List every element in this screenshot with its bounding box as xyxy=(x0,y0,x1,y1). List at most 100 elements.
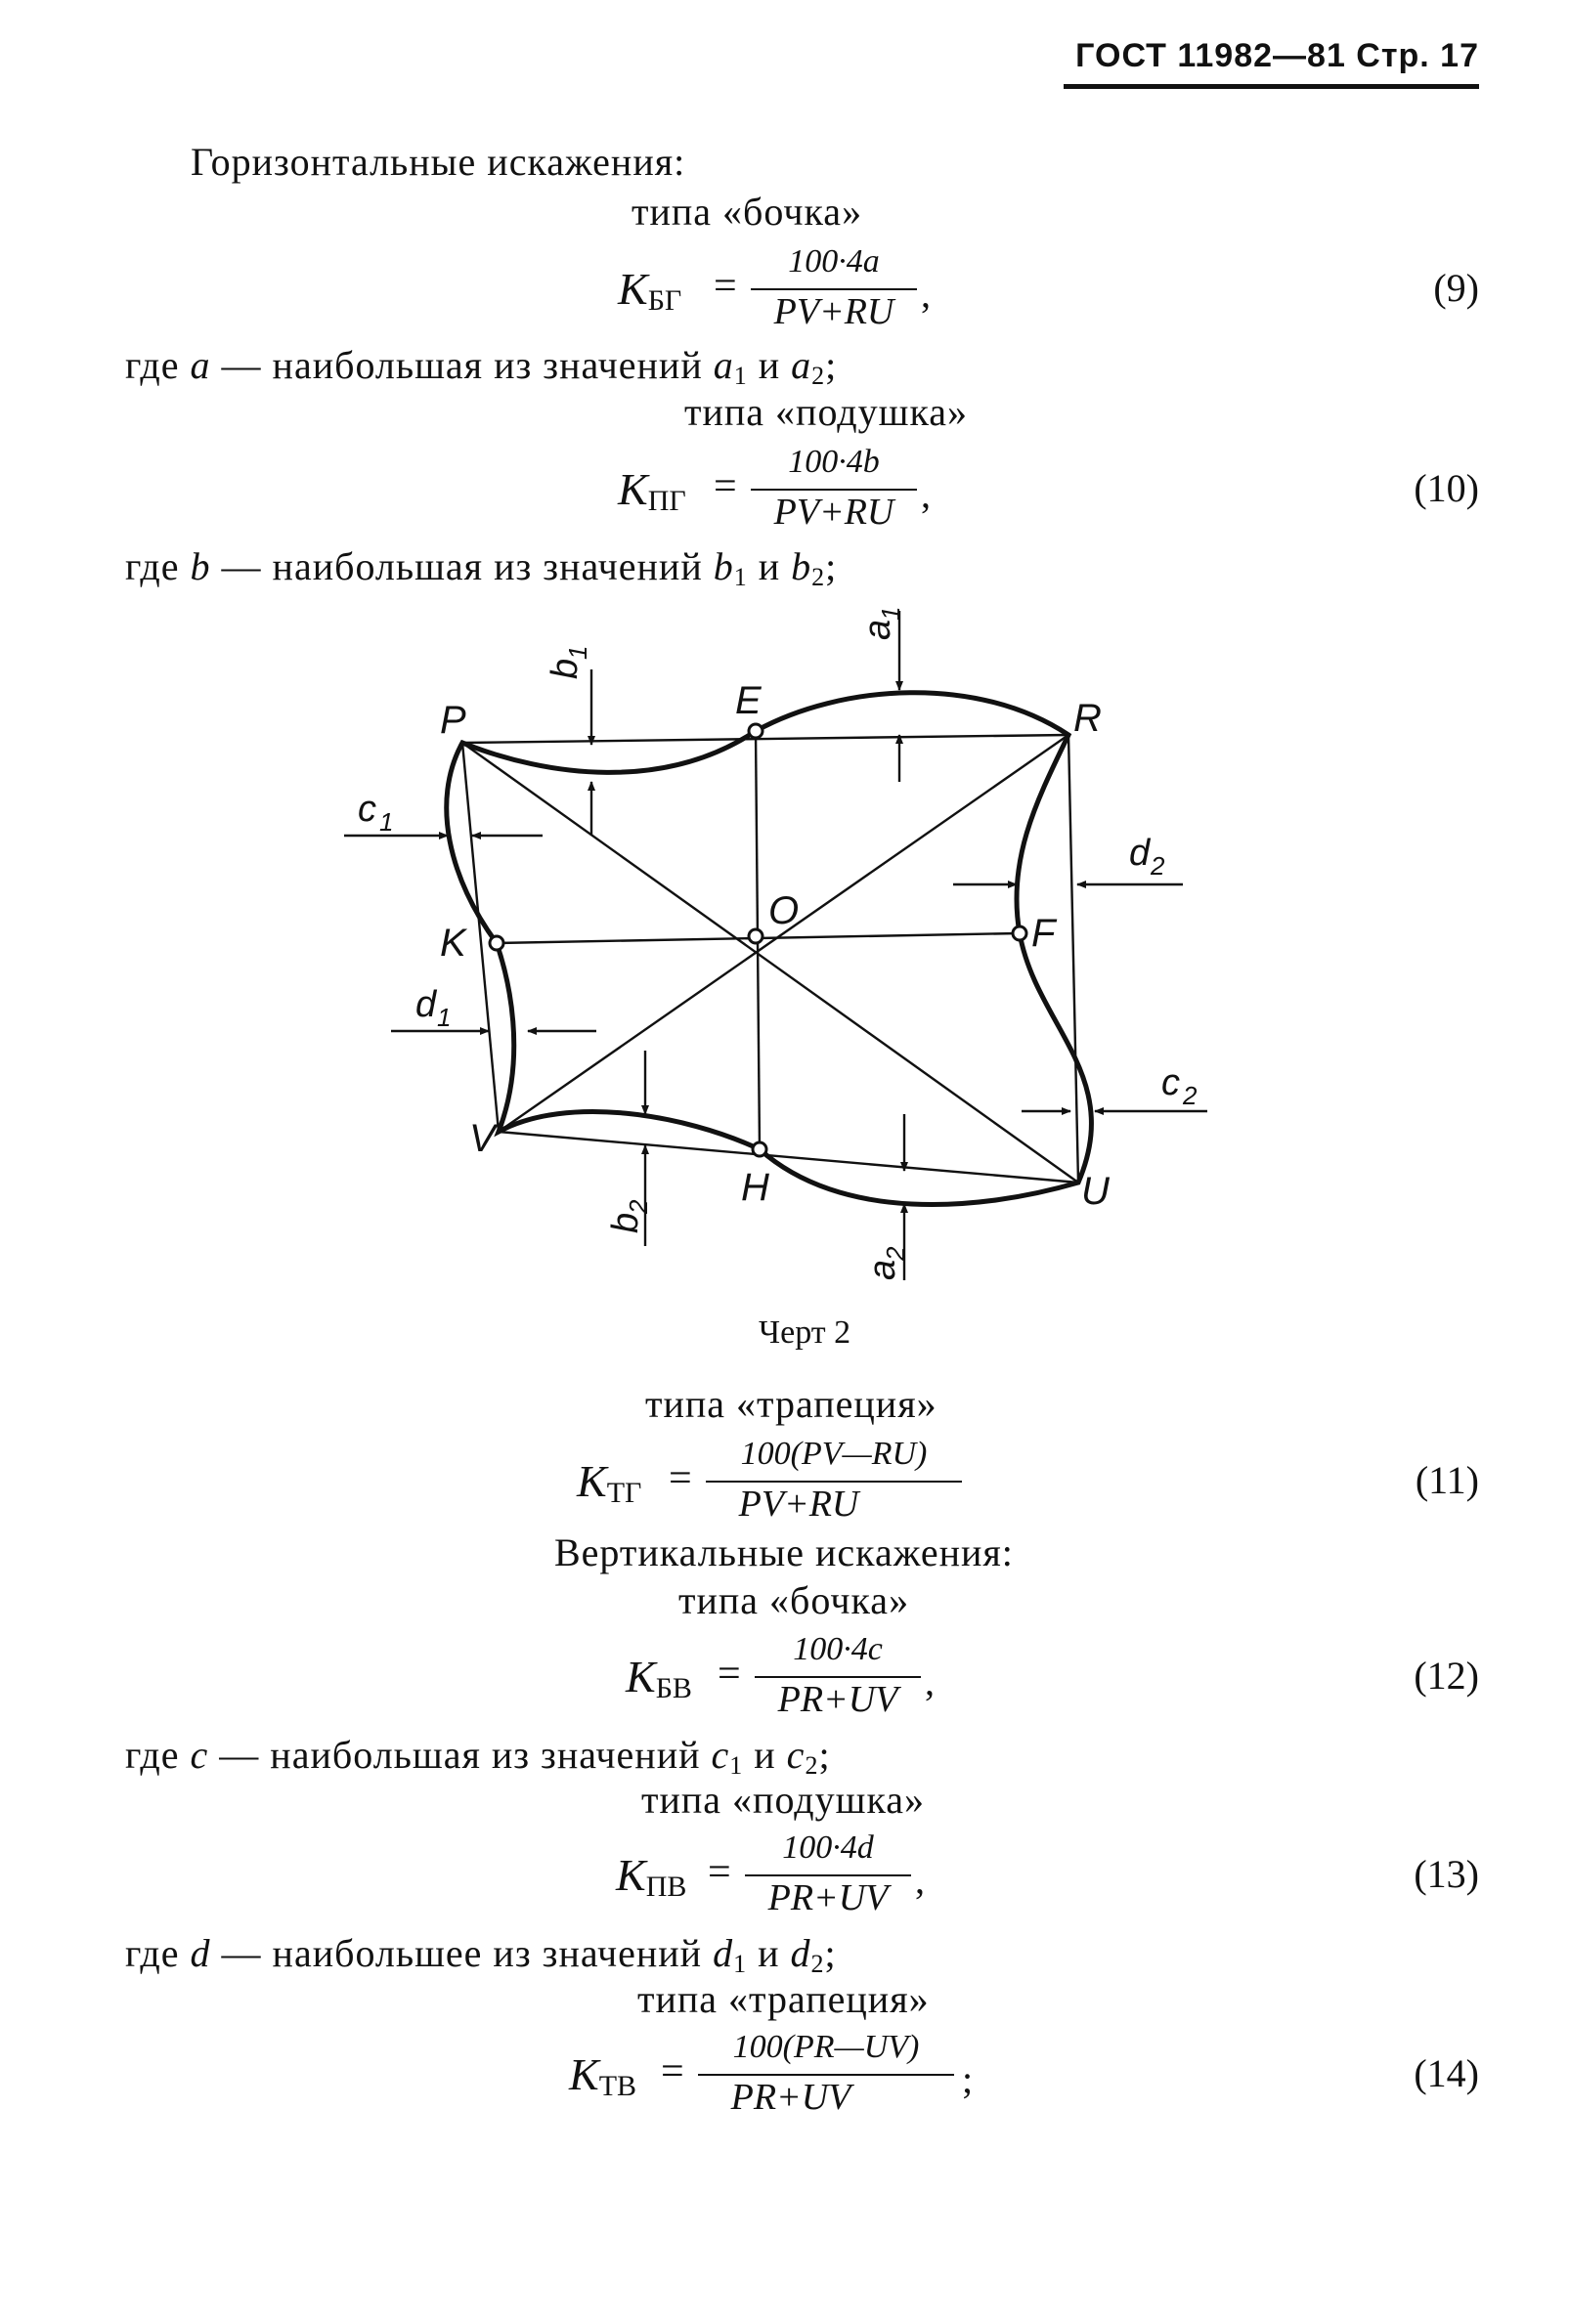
equals-sign: = xyxy=(714,464,737,509)
fraction-bar xyxy=(745,1874,911,1876)
punctuation: ; xyxy=(962,2057,974,2101)
label-u: U xyxy=(1081,1170,1111,1213)
figure-caption: Черт 2 xyxy=(759,1314,851,1351)
formula-10: KПГ = 100·4b PV+RU , (10) xyxy=(0,440,1569,538)
punctuation: , xyxy=(921,272,931,316)
line-vu xyxy=(498,1130,1079,1184)
page-header: ГОСТ 11982—81 Стр. 17 xyxy=(1075,37,1479,74)
label-f: F xyxy=(1031,912,1058,955)
svg-text:a: a xyxy=(862,1260,903,1280)
fraction-bar xyxy=(706,1481,962,1483)
formula-11: KТГ = 100(PV—RU) PV+RU (11) xyxy=(0,1432,1569,1529)
point-markers xyxy=(488,722,1028,1158)
label-p: P xyxy=(440,699,466,742)
label-o: O xyxy=(768,889,799,932)
label-a1: a1 xyxy=(857,607,905,640)
label-k: K xyxy=(440,922,468,965)
svg-text:1: 1 xyxy=(437,1003,451,1032)
numerator: 100(PR—UV) xyxy=(732,2029,920,2065)
label-v: V xyxy=(469,1117,499,1160)
punctuation: , xyxy=(921,472,931,516)
numerator: 100·4b xyxy=(788,444,880,480)
formula-13: KПВ = 100·4d PR+UV , (13) xyxy=(0,1826,1569,1923)
formula-12: KБВ = 100·4c PR+UV , (12) xyxy=(0,1627,1569,1725)
point-f-marker xyxy=(1011,925,1028,942)
point-h-marker xyxy=(751,1140,768,1158)
dimension-arrows xyxy=(344,611,1207,1280)
header-rule xyxy=(1064,84,1479,89)
denominator: PV+RU xyxy=(773,492,894,533)
equation-number: (9) xyxy=(1433,266,1479,310)
numerator: 100(PV—RU) xyxy=(740,1436,928,1472)
equation-number: (14) xyxy=(1414,2051,1479,2095)
numerator: 100·4c xyxy=(793,1631,883,1667)
label-a2: a2 xyxy=(862,1246,910,1280)
svg-text:2: 2 xyxy=(624,1199,653,1215)
punctuation: , xyxy=(915,1858,925,1902)
formula-k: KТВ xyxy=(569,2049,637,2102)
svg-text:b: b xyxy=(545,659,586,679)
svg-text:c: c xyxy=(358,789,376,830)
formula-k: KТГ xyxy=(577,1456,642,1509)
fraction-bar xyxy=(698,2074,954,2076)
svg-text:b: b xyxy=(605,1213,646,1233)
equals-sign: = xyxy=(718,1652,741,1697)
fraction-bar xyxy=(751,489,917,491)
point-k-marker xyxy=(488,934,505,952)
denominator: PR+UV xyxy=(767,1877,889,1918)
diagonal-pu xyxy=(461,742,1079,1184)
where-c-line: где c — наибольшая из значений c1 и c2; xyxy=(125,1733,831,1780)
equals-sign: = xyxy=(669,1456,692,1501)
equation-number: (10) xyxy=(1414,466,1479,510)
line-ru xyxy=(1067,734,1080,1184)
equals-sign: = xyxy=(661,2049,684,2094)
formula-9: KБГ = 100·4a PV+RU , (9) xyxy=(0,239,1569,337)
equation-number: (12) xyxy=(1414,1654,1479,1698)
distorted-raster-outline xyxy=(444,690,1094,1207)
denominator: PR+UV xyxy=(730,2077,851,2118)
svg-text:2: 2 xyxy=(881,1246,910,1262)
equals-sign: = xyxy=(708,1850,731,1895)
svg-text:1: 1 xyxy=(563,646,592,660)
denominator: PV+RU xyxy=(773,291,894,332)
punctuation: , xyxy=(925,1659,935,1703)
barrel-type-label: типа «бочка» xyxy=(632,190,863,234)
construction-lines xyxy=(460,730,1080,1184)
svg-text:2: 2 xyxy=(1150,851,1165,881)
formula-k: KПГ xyxy=(618,464,686,517)
label-b1: b1 xyxy=(545,646,592,679)
label-e: E xyxy=(735,679,763,722)
label-h: H xyxy=(741,1166,769,1209)
svg-text:2: 2 xyxy=(1182,1081,1198,1110)
equation-number: (11) xyxy=(1415,1458,1479,1502)
label-r: R xyxy=(1073,697,1102,740)
svg-text:d: d xyxy=(1129,833,1152,874)
denominator: PV+RU xyxy=(738,1484,859,1525)
denominator: PR+UV xyxy=(777,1679,898,1720)
svg-text:a: a xyxy=(857,620,898,640)
formula-14: KТВ = 100(PR—UV) PR+UV ; (14) xyxy=(0,2025,1569,2123)
svg-text:1: 1 xyxy=(379,807,393,837)
point-e-marker xyxy=(747,722,764,740)
formula-k: KБГ xyxy=(618,264,682,317)
numerator: 100·4a xyxy=(788,243,880,280)
pillow-type-label: типа «подушка» xyxy=(684,390,969,434)
svg-text:1: 1 xyxy=(876,607,905,621)
pillow-type-label: типа «подушка» xyxy=(641,1778,926,1822)
trapezoid-type-label: типа «трапеция» xyxy=(645,1382,937,1426)
fraction-bar xyxy=(755,1676,921,1678)
point-o-marker xyxy=(747,927,764,945)
where-b-line: где b — наибольшая из значений b1 и b2; xyxy=(125,544,838,591)
where-d-line: где d — наибольшее из значений d1 и d2; xyxy=(125,1931,837,1978)
svg-text:c: c xyxy=(1161,1062,1180,1103)
barrel-type-label: типа «бочка» xyxy=(678,1578,910,1622)
fraction-bar xyxy=(751,288,917,290)
where-a-line: где a — наибольшая из значений a1 и a2; xyxy=(125,343,838,390)
diagonal-rv xyxy=(498,734,1069,1133)
